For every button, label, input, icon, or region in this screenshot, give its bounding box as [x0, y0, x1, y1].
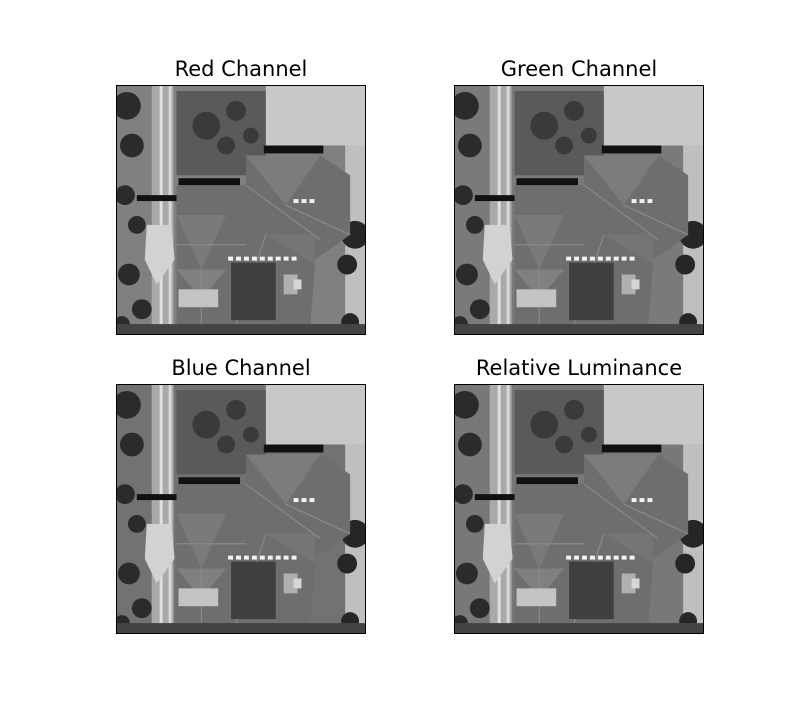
panel-title-red: Red Channel	[174, 57, 308, 81]
image-panel-green-channel	[454, 85, 704, 335]
image-panel-red-channel	[116, 85, 366, 335]
image-panel-relative-luminance	[454, 384, 704, 634]
aerial-image	[117, 86, 365, 334]
image-panel-blue-channel	[116, 384, 366, 634]
panel-title-blue: Blue Channel	[171, 356, 311, 380]
aerial-image	[117, 385, 365, 633]
panel-title-luminance: Relative Luminance	[475, 356, 683, 380]
aerial-image	[455, 86, 703, 334]
aerial-image	[455, 385, 703, 633]
panel-title-green: Green Channel	[500, 57, 658, 81]
